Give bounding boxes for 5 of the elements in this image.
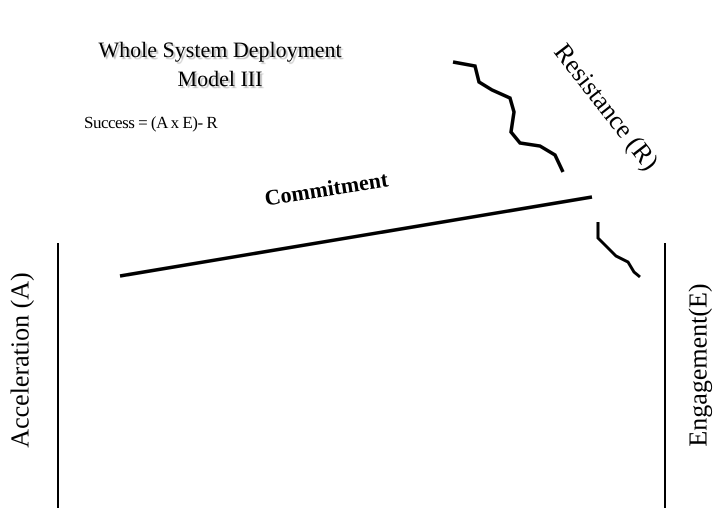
formula-text: Success = (A x E)- R [84,113,218,133]
axis-label: Engagement(E) [684,283,714,447]
title: Whole System Deployment Model III [97,36,343,93]
line-label: Commitment [262,166,390,212]
axis-label: Acceleration (A) [6,272,36,448]
